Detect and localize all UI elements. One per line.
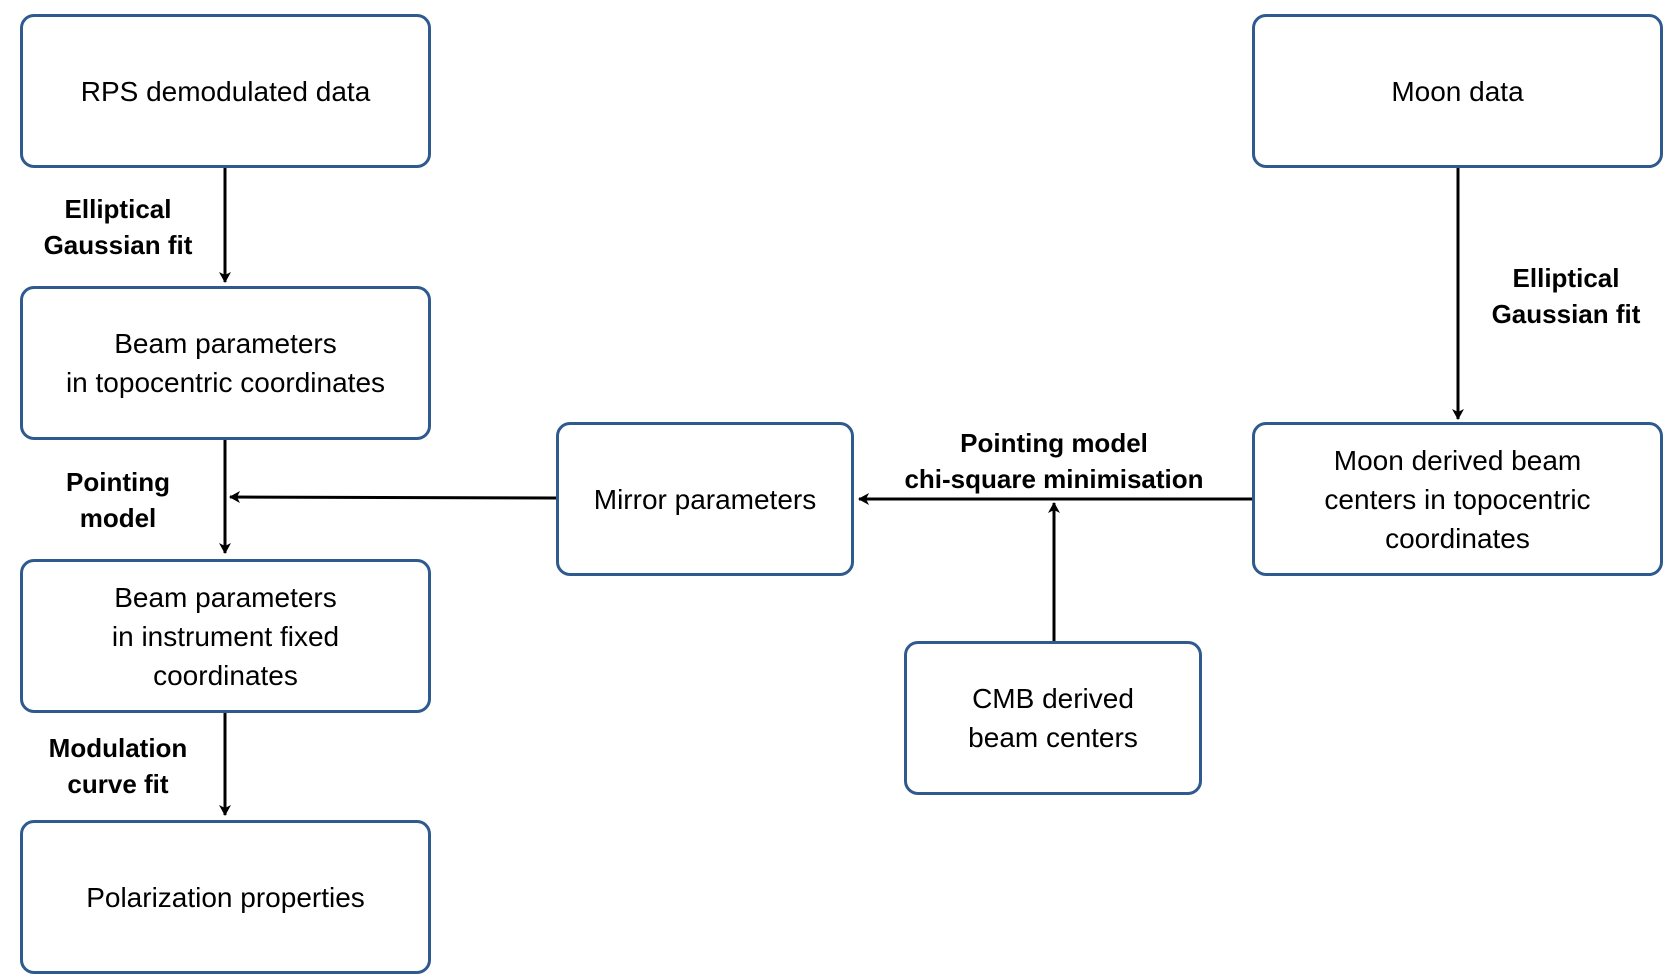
box-line: Polarization properties bbox=[86, 881, 365, 913]
beam-parameters-instrument-box: Beam parameters in instrument fixed coor… bbox=[20, 559, 431, 713]
box-line: beam centers bbox=[968, 722, 1138, 753]
label-line: Modulation bbox=[48, 733, 188, 763]
box-line: CMB derived bbox=[972, 683, 1134, 714]
box-line: in instrument fixed bbox=[111, 620, 340, 652]
box-line: Moon derived beam bbox=[1333, 444, 1582, 476]
box-line: coordinates bbox=[153, 659, 298, 691]
label-line: Pointing bbox=[66, 467, 170, 497]
label-line: Gaussian fit bbox=[1491, 299, 1641, 329]
rps-demodulated-data-box: RPS demodulated data bbox=[20, 14, 431, 168]
label-line: model bbox=[79, 503, 157, 533]
box-line: coordinates bbox=[1385, 522, 1530, 554]
pointing-model-label: Pointing model bbox=[66, 464, 170, 536]
cmb-derived-beam-centers-box: CMB derived beam centers bbox=[904, 641, 1202, 795]
box-line: Mirror parameters bbox=[593, 483, 817, 515]
modulation-curve-fit-label: Modulation curve fit bbox=[49, 730, 188, 802]
label-line: Gaussian fit bbox=[43, 230, 193, 260]
arrow-mirror-to-pointing bbox=[229, 491, 557, 504]
box-line: in topocentric coordinates bbox=[65, 367, 386, 398]
label-line: chi-square minimisation bbox=[904, 464, 1204, 494]
label-line: Elliptical bbox=[1512, 263, 1620, 293]
box-line: Beam parameters bbox=[114, 581, 337, 613]
chi-square-minimisation-label: Pointing model chi-square minimisation bbox=[904, 425, 1203, 497]
elliptical-gaussian-fit-right-label: Elliptical Gaussian fit bbox=[1492, 260, 1641, 332]
label-line: curve fit bbox=[67, 769, 169, 799]
box-line: Moon data bbox=[1391, 75, 1524, 107]
moon-data-box: Moon data bbox=[1252, 14, 1663, 168]
label-line: Elliptical bbox=[64, 194, 172, 224]
mirror-parameters-box: Mirror parameters bbox=[556, 422, 854, 576]
elliptical-gaussian-fit-left-label: Elliptical Gaussian fit bbox=[44, 191, 193, 263]
beam-parameters-topocentric-box: Beam parameters in topocentric coordinat… bbox=[20, 286, 431, 440]
box-line: Beam parameters bbox=[114, 328, 337, 359]
box-line: RPS demodulated data bbox=[80, 75, 371, 107]
box-line: centers in topocentric bbox=[1324, 483, 1591, 515]
polarization-properties-box: Polarization properties bbox=[20, 820, 431, 974]
moon-derived-beam-centers-box: Moon derived beam centers in topocentric… bbox=[1252, 422, 1663, 576]
label-line: Pointing model bbox=[960, 428, 1148, 458]
